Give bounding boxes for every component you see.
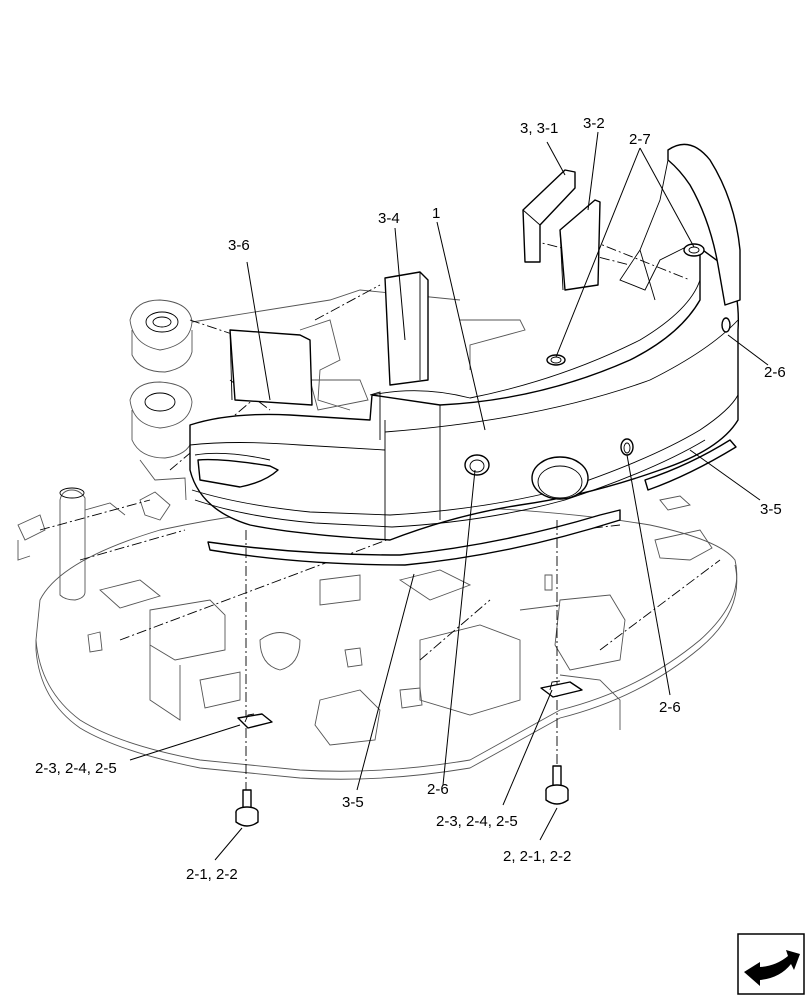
label-2-6-right: 2-6 — [764, 364, 786, 381]
label-2-7: 2-7 — [629, 131, 651, 148]
return-arrow-icon[interactable] — [736, 932, 806, 996]
label-2-6-lower-right: 2-6 — [659, 699, 681, 716]
strip-plates — [207, 439, 737, 566]
label-3-6: 3-6 — [228, 237, 250, 254]
label-2-1-left: 2-1, 2-2 — [186, 866, 238, 883]
weight-blocks — [229, 169, 601, 406]
label-3-5-bottom: 3-5 — [342, 794, 364, 811]
leader-lines — [129, 131, 769, 861]
bolts-and-shims — [235, 520, 583, 827]
label-3-3-1: 3, 3-1 — [520, 120, 558, 137]
label-2-3-left: 2-3, 2-4, 2-5 — [35, 760, 117, 777]
label-3-5-right: 3-5 — [760, 501, 782, 518]
callout-labels: 3, 3-1 3-2 2-7 3-4 1 3-6 2-6 3-5 2-6 2-3… — [35, 115, 786, 883]
label-3-2: 3-2 — [583, 115, 605, 132]
label-3-4: 3-4 — [378, 210, 400, 227]
counterweight-body — [189, 143, 741, 541]
label-1: 1 — [432, 205, 440, 222]
label-2-2-1: 2, 2-1, 2-2 — [503, 848, 571, 865]
label-2-6-bottom: 2-6 — [427, 781, 449, 798]
label-2-3-right: 2-3, 2-4, 2-5 — [436, 813, 518, 830]
